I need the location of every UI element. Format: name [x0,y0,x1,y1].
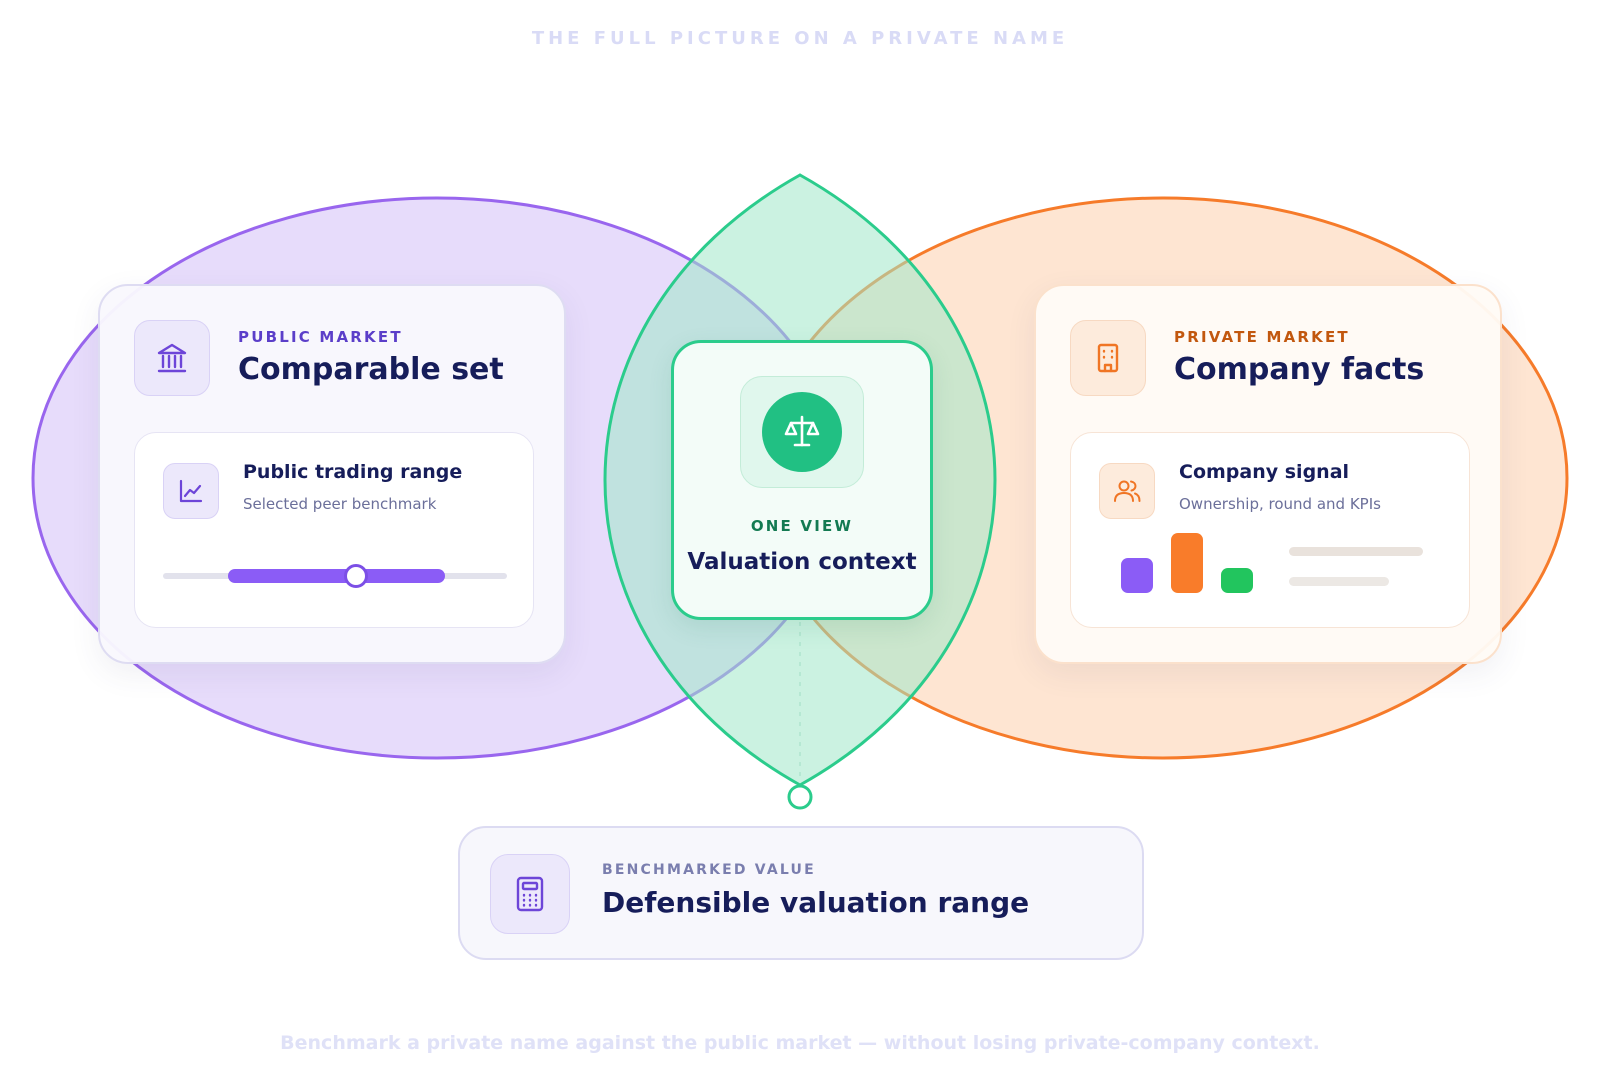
valuation-context-card: ONE VIEW Valuation context [671,340,933,620]
scale-icon [762,392,842,472]
green-connector-node [787,784,813,810]
public-trading-range-title: Public trading range [243,461,463,483]
placeholder-line [1289,547,1423,556]
signal-bar [1121,558,1153,593]
private-market-label: PRIVATE MARKET [1174,328,1350,346]
calculator-icon [490,854,570,934]
public-market-title: Comparable set [238,352,504,387]
private-market-card: PRIVATE MARKET Company facts Company sig… [1034,284,1502,664]
placeholder-line [1289,577,1389,586]
line-chart-icon [163,463,219,519]
defensible-valuation-title: Defensible valuation range [602,886,1030,919]
public-market-label: PUBLIC MARKET [238,328,403,346]
bank-icon [134,320,210,396]
top-eyebrow: THE FULL PICTURE ON A PRIVATE NAME [531,28,1069,49]
public-trading-range-subtitle: Selected peer benchmark [243,495,437,513]
center-icon-tile [740,376,864,488]
public-trading-range-panel: Public trading range Selected peer bench… [134,432,534,628]
footer-caption: Benchmark a private name against the pub… [280,1032,1320,1054]
users-icon [1099,463,1155,519]
company-signal-title: Company signal [1179,461,1350,483]
building-icon [1070,320,1146,396]
public-market-card: PUBLIC MARKET Comparable set Public trad… [98,284,566,664]
range-fill [228,569,446,583]
signal-bar [1221,567,1253,593]
one-view-label: ONE VIEW [750,517,854,535]
company-signal-panel: Company signal Ownership, round and KPIs [1070,432,1470,628]
signal-bar [1171,533,1203,593]
valuation-context-title: Valuation context [687,549,917,575]
private-market-title: Company facts [1174,352,1425,387]
benchmarked-value-label: BENCHMARKED VALUE [602,862,816,878]
signal-bars [1121,533,1261,595]
company-signal-subtitle: Ownership, round and KPIs [1179,495,1381,513]
range-marker [343,564,368,588]
defensible-valuation-card: BENCHMARKED VALUE Defensible valuation r… [458,826,1144,960]
